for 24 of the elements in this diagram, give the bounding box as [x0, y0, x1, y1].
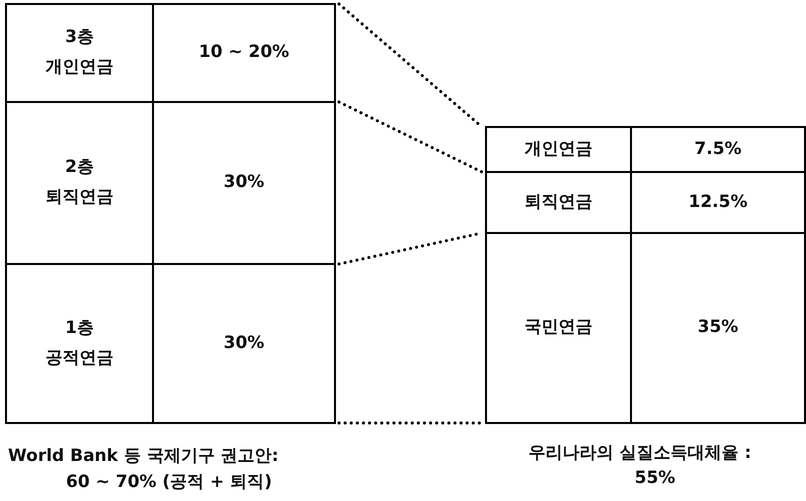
caption-text: 우리나라의 실질소득대체율 : — [528, 442, 752, 464]
percentage-value: 7.5% — [694, 138, 742, 161]
row-heading: 2층 퇴직연금 — [44, 156, 114, 209]
row-heading: 퇴직연금 — [524, 190, 592, 214]
percentage-value: 10 ~ 20% — [198, 41, 290, 64]
caption-text: World Bank 등 국제기구 권고안: — [8, 445, 279, 467]
percentage-value: 12.5% — [688, 190, 748, 214]
dotted-connector — [338, 100, 484, 174]
percentage-value: 30% — [224, 171, 264, 194]
percentage-value: 30% — [224, 332, 264, 355]
dotted-connector — [338, 422, 484, 424]
row-heading: 국민연금 — [524, 316, 592, 340]
table-row — [485, 232, 806, 424]
caption-text: 55% — [634, 468, 676, 488]
table-row — [485, 171, 806, 234]
row-heading: 1층 공적연금 — [44, 316, 114, 370]
table-row — [5, 3, 336, 103]
caption-text: 60 ~ 70% (공적 + 퇴직) — [66, 471, 272, 493]
table-row — [5, 263, 336, 424]
table-row — [5, 101, 336, 265]
table-row — [485, 126, 806, 173]
percentage-value: 35% — [698, 316, 738, 340]
row-heading: 3층 개인연금 — [44, 26, 114, 79]
row-heading: 개인연금 — [524, 138, 592, 161]
